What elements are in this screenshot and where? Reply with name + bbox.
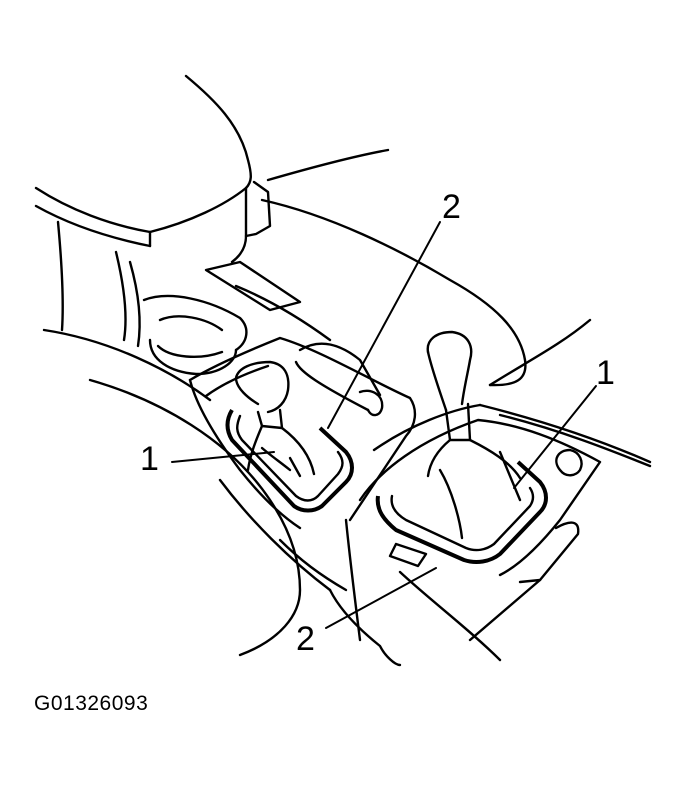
- figure-id: G01326093: [34, 692, 149, 715]
- leader-2-top: [327, 221, 441, 429]
- leader-1-left: [171, 451, 275, 463]
- callout-1-left: 1: [140, 440, 159, 478]
- console-side-panel: [42, 220, 212, 402]
- armrest: [34, 74, 390, 264]
- callout-2-top: 2: [442, 188, 461, 226]
- callout-leaders: [171, 221, 597, 629]
- callout-2-bottom: 2: [296, 620, 315, 658]
- left-trim-plate: [188, 336, 417, 530]
- leader-1-right: [513, 385, 597, 489]
- callout-1-right: 1: [596, 354, 615, 392]
- center-console-body: [88, 198, 592, 667]
- cup-holder: [142, 260, 332, 376]
- right-shift-assembly: [358, 330, 652, 662]
- left-shift-boot: [225, 360, 354, 513]
- leader-2-bottom: [325, 567, 437, 629]
